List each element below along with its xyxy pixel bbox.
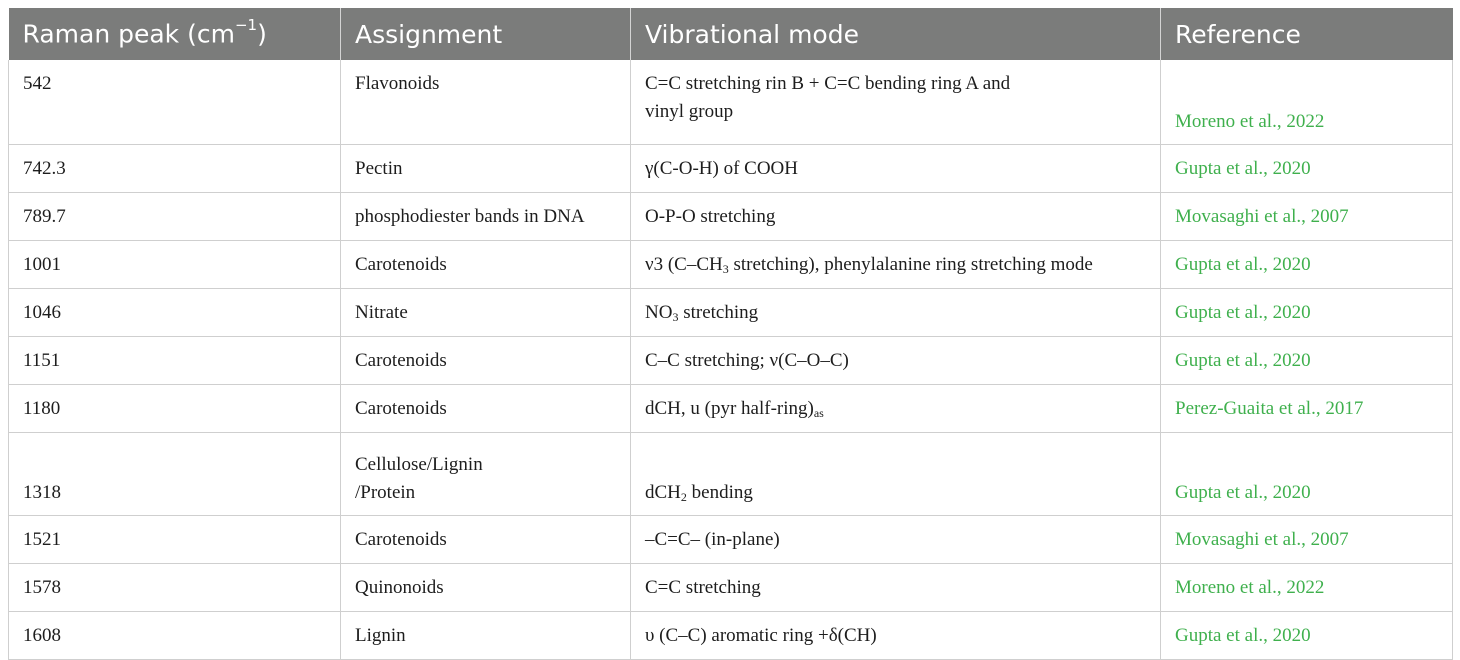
mode-cell: C=C stretching rin B + C=C bending ring … <box>630 60 1161 145</box>
mode-subscript: 3 <box>672 309 679 324</box>
peak-cell: 789.7 <box>8 192 341 241</box>
assignment-cell: Cellulose/Lignin/Protein <box>340 432 631 516</box>
table-row: 542 Flavonoids C=C stretching rin B + C=… <box>8 60 1453 145</box>
mode-line: vinyl group <box>645 101 734 122</box>
header-raman-peak-close: ) <box>257 19 267 49</box>
peak-cell: 1608 <box>8 611 341 660</box>
assignment-cell: Carotenoids <box>340 515 631 564</box>
reference-link[interactable]: Gupta et al., 2020 <box>1160 288 1453 337</box>
raman-peaks-table: Raman peak (cm−1) Assignment Vibrational… <box>8 8 1453 660</box>
mode-subscript: 3 <box>722 261 729 276</box>
reference-link[interactable]: Perez-Guaita et al., 2017 <box>1160 384 1453 433</box>
reference-link[interactable]: Gupta et al., 2020 <box>1160 611 1453 660</box>
mode-cell: γ(C-O-H) of COOH <box>630 144 1161 193</box>
table-row: 789.7 phosphodiester bands in DNA O-P-O … <box>8 192 1453 241</box>
mode-line: C=C stretching rin B + C=C bending ring … <box>645 73 1011 94</box>
peak-cell: 1046 <box>8 288 341 337</box>
peak-cell: 542 <box>8 60 341 145</box>
mode-cell: dCH2 bending <box>630 432 1161 516</box>
mode-text: ν3 (C–CH <box>645 253 723 275</box>
peak-cell: 1151 <box>8 336 341 385</box>
table-row: 1180 Carotenoids dCH, u (pyr half-ring)a… <box>8 384 1453 433</box>
assignment-cell: Carotenoids <box>340 336 631 385</box>
peak-cell: 1318 <box>8 432 341 516</box>
table-row: 1608 Lignin υ (C–C) aromatic ring +δ(CH)… <box>8 611 1453 660</box>
table-row: 1046 Nitrate NO3 stretching Gupta et al.… <box>8 288 1453 337</box>
mode-text: bending <box>686 482 753 503</box>
assignment-cell: Pectin <box>340 144 631 193</box>
peak-cell: 1578 <box>8 563 341 612</box>
peak-cell: 742.3 <box>8 144 341 193</box>
reference-link[interactable]: Moreno et al., 2022 <box>1160 60 1453 145</box>
mode-cell: C–C stretching; ν(C–O–C) <box>630 336 1161 385</box>
mode-text: dCH, u (pyr half-ring) <box>645 397 814 419</box>
table-row: 742.3 Pectin γ(C-O-H) of COOH Gupta et a… <box>8 144 1453 193</box>
assignment-cell: Carotenoids <box>340 240 631 289</box>
mode-cell: ν3 (C–CH3 stretching), phenylalanine rin… <box>630 240 1161 289</box>
reference-link[interactable]: Gupta et al., 2020 <box>1160 240 1453 289</box>
assignment-cell: phosphodiester bands in DNA <box>340 192 631 241</box>
assignment-cell: Lignin <box>340 611 631 660</box>
raman-table-container: Raman peak (cm−1) Assignment Vibrational… <box>8 8 1453 660</box>
mode-text: stretching), phenylalanine ring stretchi… <box>728 253 1093 275</box>
mode-text: dCH <box>645 482 681 503</box>
peak-cell: 1180 <box>8 384 341 433</box>
mode-cell: C=C stretching <box>630 563 1161 612</box>
peak-cell: 1001 <box>8 240 341 289</box>
header-raman-peak: Raman peak (cm−1) <box>8 8 341 60</box>
table-body: 542 Flavonoids C=C stretching rin B + C=… <box>8 60 1453 660</box>
reference-link[interactable]: Movasaghi et al., 2007 <box>1160 192 1453 241</box>
table-row: 1318 Cellulose/Lignin/Protein dCH2 bendi… <box>8 432 1453 516</box>
header-reference: Reference <box>1160 8 1453 60</box>
reference-link[interactable]: Movasaghi et al., 2007 <box>1160 515 1453 564</box>
mode-text: NO <box>645 301 673 323</box>
header-raman-peak-sup: −1 <box>234 16 258 35</box>
assignment-line: /Protein <box>355 482 416 503</box>
mode-subscript: as <box>813 405 824 420</box>
reference-link[interactable]: Gupta et al., 2020 <box>1160 336 1453 385</box>
mode-cell: NO3 stretching <box>630 288 1161 337</box>
reference-link[interactable]: Gupta et al., 2020 <box>1160 432 1453 516</box>
table-row: 1578 Quinonoids C=C stretching Moreno et… <box>8 563 1453 612</box>
assignment-cell: Carotenoids <box>340 384 631 433</box>
reference-link[interactable]: Gupta et al., 2020 <box>1160 144 1453 193</box>
mode-subscript: 2 <box>680 490 687 504</box>
table-header: Raman peak (cm−1) Assignment Vibrational… <box>8 8 1453 60</box>
mode-cell: dCH, u (pyr half-ring)as <box>630 384 1161 433</box>
assignment-cell: Nitrate <box>340 288 631 337</box>
reference-link[interactable]: Moreno et al., 2022 <box>1160 563 1453 612</box>
mode-text: stretching <box>678 301 759 323</box>
header-assignment: Assignment <box>340 8 631 60</box>
table-row: 1001 Carotenoids ν3 (C–CH3 stretching), … <box>8 240 1453 289</box>
assignment-cell: Flavonoids <box>340 60 631 145</box>
assignment-cell: Quinonoids <box>340 563 631 612</box>
mode-cell: υ (C–C) aromatic ring +δ(CH) <box>630 611 1161 660</box>
mode-cell: O-P-O stretching <box>630 192 1161 241</box>
table-row: 1151 Carotenoids C–C stretching; ν(C–O–C… <box>8 336 1453 385</box>
table-row: 1521 Carotenoids –C=C– (in-plane) Movasa… <box>8 515 1453 564</box>
header-vibrational-mode: Vibrational mode <box>630 8 1161 60</box>
header-row: Raman peak (cm−1) Assignment Vibrational… <box>8 8 1453 60</box>
header-raman-peak-label: Raman peak (cm <box>22 19 235 49</box>
mode-cell: –C=C– (in-plane) <box>630 515 1161 564</box>
assignment-line: Cellulose/Lignin <box>355 454 483 475</box>
peak-cell: 1521 <box>8 515 341 564</box>
